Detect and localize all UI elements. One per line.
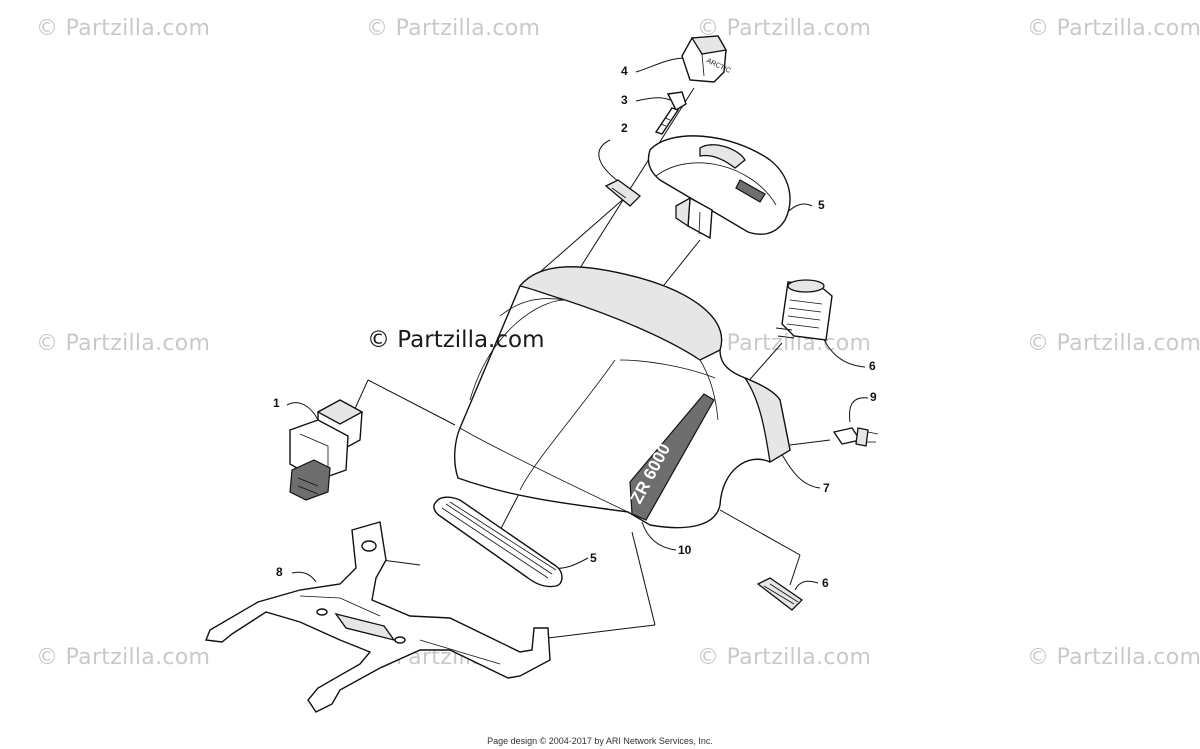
callout-2[interactable]: 2	[621, 121, 628, 135]
watermark: © Partzilla.com	[697, 331, 872, 356]
callout-1[interactable]: 1	[273, 396, 280, 410]
callout-9[interactable]: 9	[870, 390, 877, 404]
watermark: © Partzilla.com	[366, 16, 541, 41]
part-gauge-pod[interactable]	[647, 135, 791, 240]
callout-6-bottom[interactable]: 6	[822, 576, 829, 590]
watermark: © Partzilla.com	[1027, 16, 1200, 41]
watermark: © Partzilla.com	[36, 645, 211, 670]
part-mounting-bracket[interactable]	[205, 521, 551, 713]
callout-7[interactable]: 7	[823, 481, 830, 495]
callout-3[interactable]: 3	[621, 93, 628, 107]
center-watermark: © Partzilla.com	[367, 327, 545, 353]
part-lens[interactable]	[433, 496, 563, 588]
watermark: © Partzilla.com	[1027, 331, 1200, 356]
watermark: © Partzilla.com	[36, 16, 211, 41]
part-rivet[interactable]	[832, 427, 879, 447]
watermark: © Partzilla.com	[697, 16, 872, 41]
watermark: © Partzilla.com	[36, 331, 211, 356]
part-key[interactable]	[654, 91, 687, 135]
part-ignition-cap[interactable]: ARCTIC	[681, 35, 732, 83]
part-outlet-bezel[interactable]	[756, 577, 804, 611]
callout-5-bottom[interactable]: 5	[590, 551, 597, 565]
callout-6-top[interactable]: 6	[869, 359, 876, 373]
page-footer: Page design © 2004-2017 by ARI Network S…	[487, 736, 713, 746]
callout-4[interactable]: 4	[621, 64, 628, 78]
part-plate[interactable]	[604, 179, 641, 207]
watermark: © Partzilla.com	[697, 645, 872, 670]
part-ignition-switch[interactable]	[289, 399, 364, 501]
callout-5-top[interactable]: 5	[818, 198, 825, 212]
part-front-hood[interactable]: ZR 6000	[453, 266, 791, 529]
callout-8[interactable]: 8	[276, 565, 283, 579]
part-power-outlet[interactable]	[775, 279, 833, 341]
watermark: © Partzilla.com	[1027, 645, 1200, 670]
callout-10[interactable]: 10	[678, 543, 692, 557]
